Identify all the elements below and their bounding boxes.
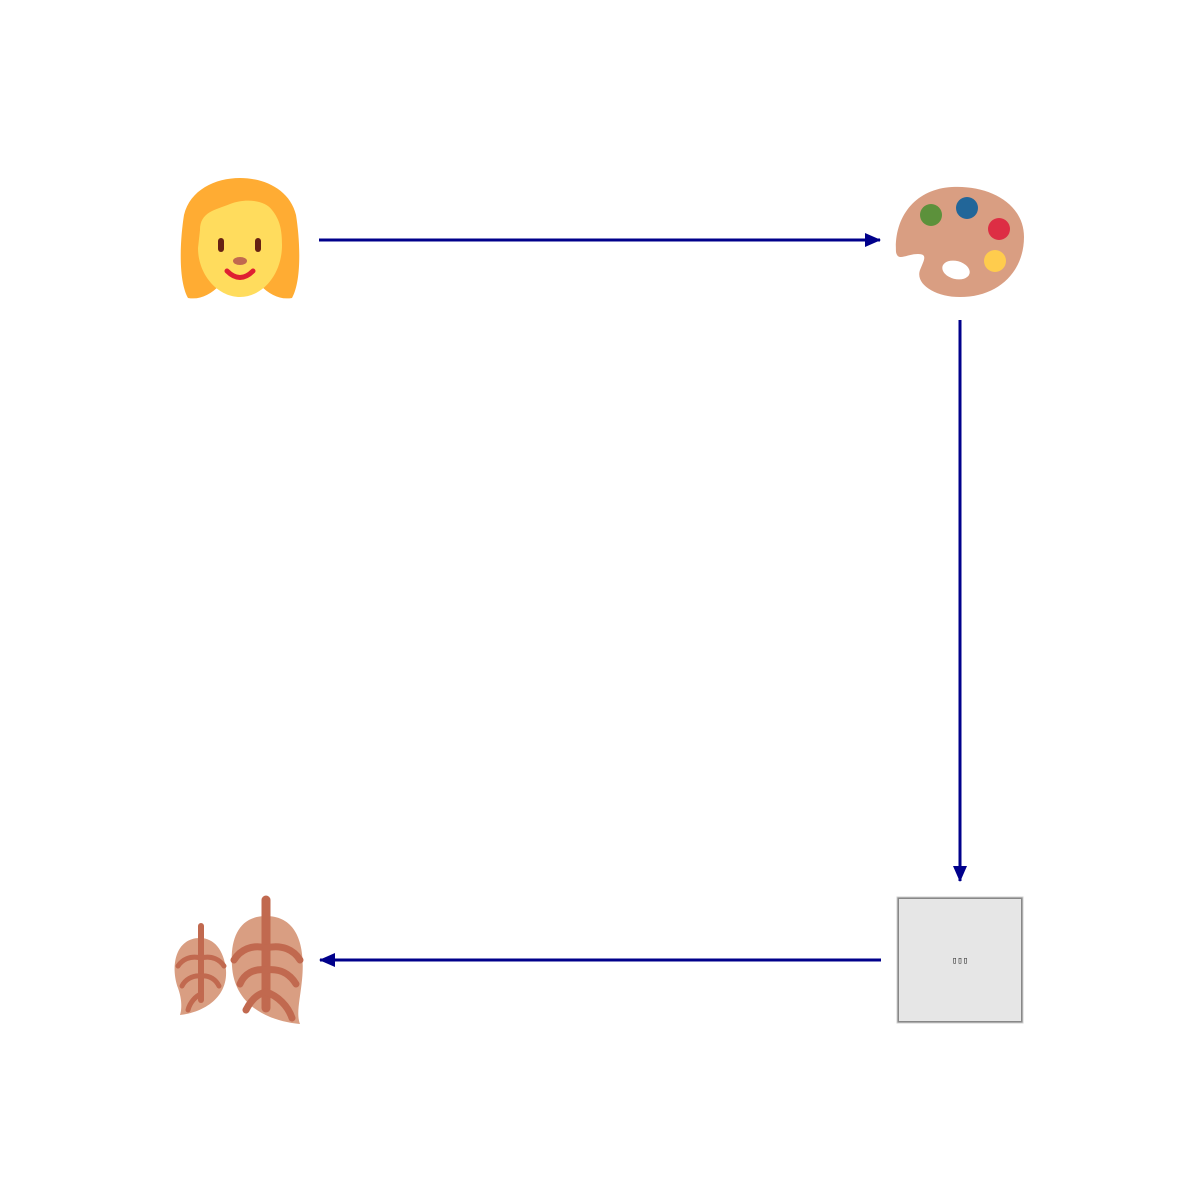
artist-palette-emoji-icon: [895, 186, 1024, 297]
missing-glyph-placeholder-icon: ▯▯▯: [896, 896, 1024, 1024]
woman-emoji-icon: [180, 178, 300, 299]
lungs-emoji-icon: [174, 895, 304, 1024]
placeholder-label: ▯▯▯: [952, 956, 968, 966]
